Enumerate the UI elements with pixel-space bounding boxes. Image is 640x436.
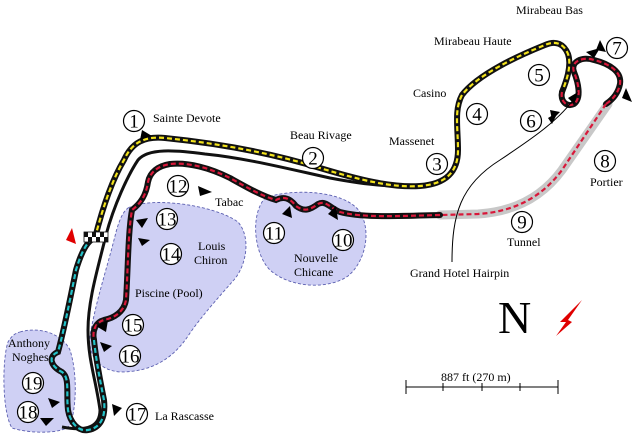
corner-19-number: 19 xyxy=(24,374,43,395)
corner-6: 6 xyxy=(519,109,543,133)
corner-10-number: 10 xyxy=(334,231,353,252)
corner-7: 7 xyxy=(605,36,629,60)
corner-5: 5 xyxy=(527,63,551,87)
corner-12: 12 xyxy=(166,174,190,198)
corner-8-number: 8 xyxy=(600,152,610,173)
corner-3: 3 xyxy=(425,152,449,176)
corner-5-number: 5 xyxy=(534,66,544,87)
label-massenet: Massenet xyxy=(389,134,435,148)
label-piscine-pool: Piscine (Pool) xyxy=(135,286,203,300)
label-grand-hotel-hairpin: Grand Hotel Hairpin xyxy=(410,266,509,280)
label-casino: Casino xyxy=(413,86,446,100)
label-portier: Portier xyxy=(590,175,623,189)
corner-18: 18 xyxy=(16,400,40,424)
corner-2-number: 2 xyxy=(308,149,318,170)
corner-11: 11 xyxy=(262,221,286,245)
corner-4-number: 4 xyxy=(472,105,482,126)
corner-14: 14 xyxy=(159,242,183,266)
corner-17: 17 xyxy=(125,402,149,426)
label-tabac: Tabac xyxy=(215,195,243,209)
corner-7-number: 7 xyxy=(612,39,622,60)
corner-9-number: 9 xyxy=(517,213,527,234)
corner-18-number: 18 xyxy=(19,403,38,424)
start-finish-flag-icon xyxy=(83,231,109,243)
label-anthony: Anthony xyxy=(8,336,50,350)
scale-bar xyxy=(405,380,559,394)
corner-9: 9 xyxy=(510,210,534,234)
corner-pointers xyxy=(40,40,632,426)
label-mirabeau-haute: Mirabeau Haute xyxy=(434,34,512,48)
corner-11-number: 11 xyxy=(265,224,283,245)
corner-1: 1 xyxy=(122,109,146,133)
label-louis: Louis xyxy=(198,239,226,253)
corner-13-number: 13 xyxy=(158,210,177,231)
label-nouvelle: Nouvelle xyxy=(294,251,338,265)
label-chiron: Chiron xyxy=(194,253,227,267)
corner-4: 4 xyxy=(465,102,489,126)
corner-14-number: 14 xyxy=(162,245,182,266)
pit-lane xyxy=(61,149,431,431)
corner-1-number: 1 xyxy=(129,112,139,133)
compass-letter: N xyxy=(498,292,531,343)
label-la-rascasse: La Rascasse xyxy=(155,409,214,423)
corner-8: 8 xyxy=(593,149,617,173)
corner-13: 13 xyxy=(155,207,179,231)
corner-17-number: 17 xyxy=(128,405,147,426)
corner-16-number: 16 xyxy=(121,347,140,368)
label-beau-rivage: Beau Rivage xyxy=(290,128,352,142)
corner-19: 19 xyxy=(21,371,45,395)
track-sector-1 xyxy=(92,39,573,241)
grand-hotel-leader-line xyxy=(451,95,577,263)
label-mirabeau-bas: Mirabeau Bas xyxy=(516,3,583,17)
corner-16: 16 xyxy=(118,344,142,368)
label-sainte-devote: Sainte Devote xyxy=(153,111,221,125)
label-tunnel: Tunnel xyxy=(507,235,541,249)
corner-6-number: 6 xyxy=(526,112,536,133)
corner-10: 10 xyxy=(331,228,355,252)
track-tunnel-line xyxy=(439,103,607,217)
zone-nouvelle-chicane xyxy=(255,191,367,286)
north-arrow-icon xyxy=(556,300,582,336)
scale-label: 887 ft (270 m) xyxy=(441,370,511,384)
pit-exit-marker-icon xyxy=(66,228,76,244)
corner-2: 2 xyxy=(301,146,325,170)
corner-15: 15 xyxy=(121,313,145,337)
corner-3-number: 3 xyxy=(432,155,442,176)
corner-12-number: 12 xyxy=(169,177,188,198)
label-noghes: Noghes xyxy=(12,350,49,364)
label-chicane: Chicane xyxy=(294,265,333,279)
corner-15-number: 15 xyxy=(124,316,143,337)
